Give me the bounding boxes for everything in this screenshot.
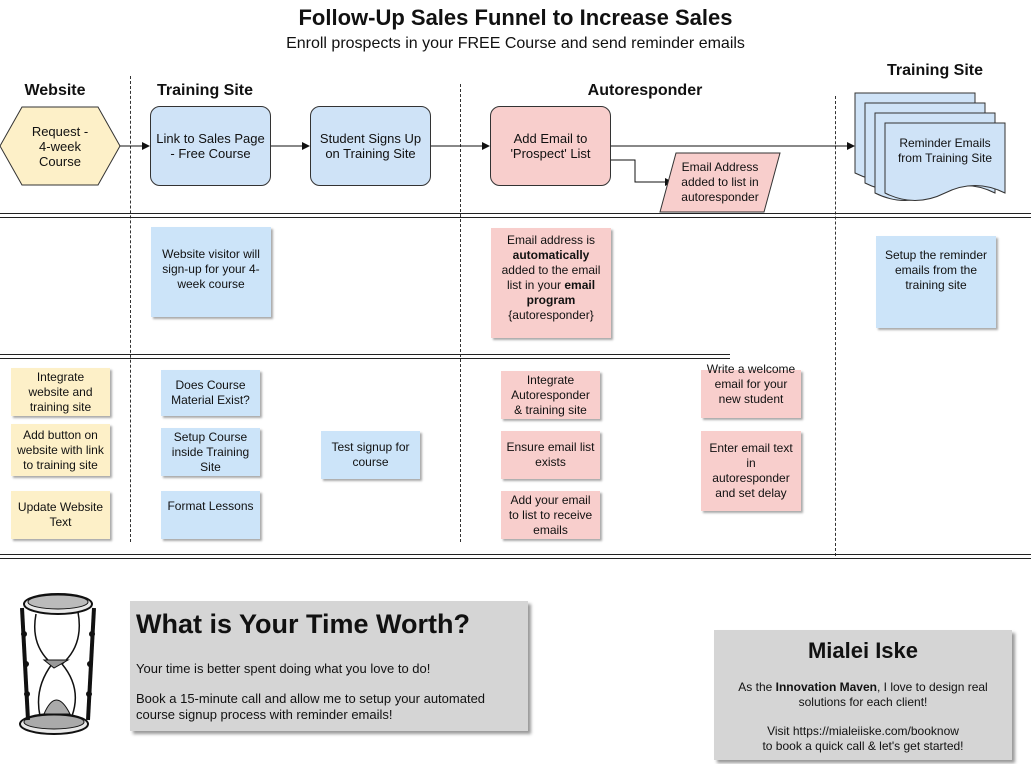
task-setup-course: Setup Course inside Training Site — [161, 428, 260, 476]
email-added-node: Email Address added to list in autorespo… — [681, 159, 759, 204]
page-title: Follow-Up Sales Funnel to Increase Sales — [298, 5, 733, 30]
email-added-shape — [659, 152, 781, 213]
contact-box: Mialei Iske As the Innovation Maven, I l… — [714, 630, 1012, 760]
task-integrate-website: Integrate website and training site — [11, 368, 110, 416]
contact-name: Mialei Iske — [807, 638, 919, 663]
auto-desc-text-1: Email address is — [506, 233, 596, 247]
row-divider — [0, 213, 1031, 218]
lane-divider — [835, 96, 836, 556]
promo-heading: What is Your Time Worth? — [136, 609, 471, 639]
contact-intro: As the Innovation Maven, I love to desig… — [722, 680, 1004, 710]
student-signup-node: Student Signs Up on Training Site — [310, 106, 431, 186]
link-sales-page-node: Link to Sales Page - Free Course — [150, 106, 271, 186]
auto-desc-bold-2: email program — [526, 278, 596, 307]
hourglass-icon — [19, 593, 96, 735]
contact-intro-pre: As the — [738, 680, 776, 694]
promo-box: What is Your Time Worth? Your time is be… — [130, 601, 528, 731]
contact-cta: to book a quick call & let's get started… — [762, 739, 964, 753]
auto-desc-text-3: {autoresponder} — [508, 308, 594, 322]
lane-header-training-site-right: Training Site — [886, 62, 983, 79]
page-subtitle: Enroll prospects in your FREE Course and… — [286, 35, 745, 52]
auto-desc-bold-1: automatically — [512, 248, 590, 262]
reminder-documents — [884, 122, 1006, 201]
task-integrate-autoresponder: Integrate Autoresponder & training site — [501, 371, 600, 419]
visitor-description-note: Website visitor will sign-up for your 4-… — [151, 227, 271, 317]
task-add-button: Add button on website with link to train… — [11, 424, 110, 476]
task-add-your-email: Add your email to list to receive emails — [501, 491, 600, 539]
task-write-welcome-text: Write a welcome email for your new stude… — [706, 362, 796, 406]
task-test-signup: Test signup for course — [321, 431, 420, 479]
promo-line-2: Book a 15-minute call and allow me to se… — [136, 691, 486, 722]
contact-url[interactable]: Visit https://mialeiiske.com/booknow — [767, 724, 959, 738]
row-divider — [0, 354, 730, 359]
task-update-website-text: Update Website Text — [11, 491, 110, 539]
lane-header-training-site: Training Site — [156, 82, 253, 99]
lane-header-autoresponder: Autoresponder — [587, 82, 703, 99]
task-course-material-exist: Does Course Material Exist? — [161, 370, 260, 416]
lane-divider — [130, 76, 131, 542]
lane-header-website: Website — [24, 82, 86, 99]
request-course-node: Request - 4-week Course — [31, 123, 89, 169]
add-email-node: Add Email to 'Prospect' List — [490, 106, 611, 186]
contact-intro-bold: Innovation Maven — [775, 680, 877, 694]
task-ensure-email-list: Ensure email list exists — [501, 431, 600, 479]
task-format-lessons: Format Lessons — [161, 491, 260, 539]
task-write-welcome: Write a welcome email for your new stude… — [701, 362, 801, 418]
autoresponder-description-note: Email address is automatically added to … — [491, 228, 611, 338]
arrow-add-to-email-added — [611, 159, 673, 186]
contact-intro-post: , I love to design real solutions for ea… — [798, 680, 988, 709]
lane-divider — [460, 84, 461, 542]
task-enter-email-text: Enter email text in autoresponder and se… — [701, 431, 801, 511]
auto-desc-text-2: added to the email list in your — [501, 263, 601, 292]
setup-reminder-note: Setup the reminder emails from the train… — [876, 236, 996, 328]
promo-line-1: Your time is better spent doing what you… — [136, 661, 431, 676]
row-divider — [0, 554, 1031, 559]
reminder-emails-node: Reminder Emails from Training Site — [897, 136, 993, 165]
